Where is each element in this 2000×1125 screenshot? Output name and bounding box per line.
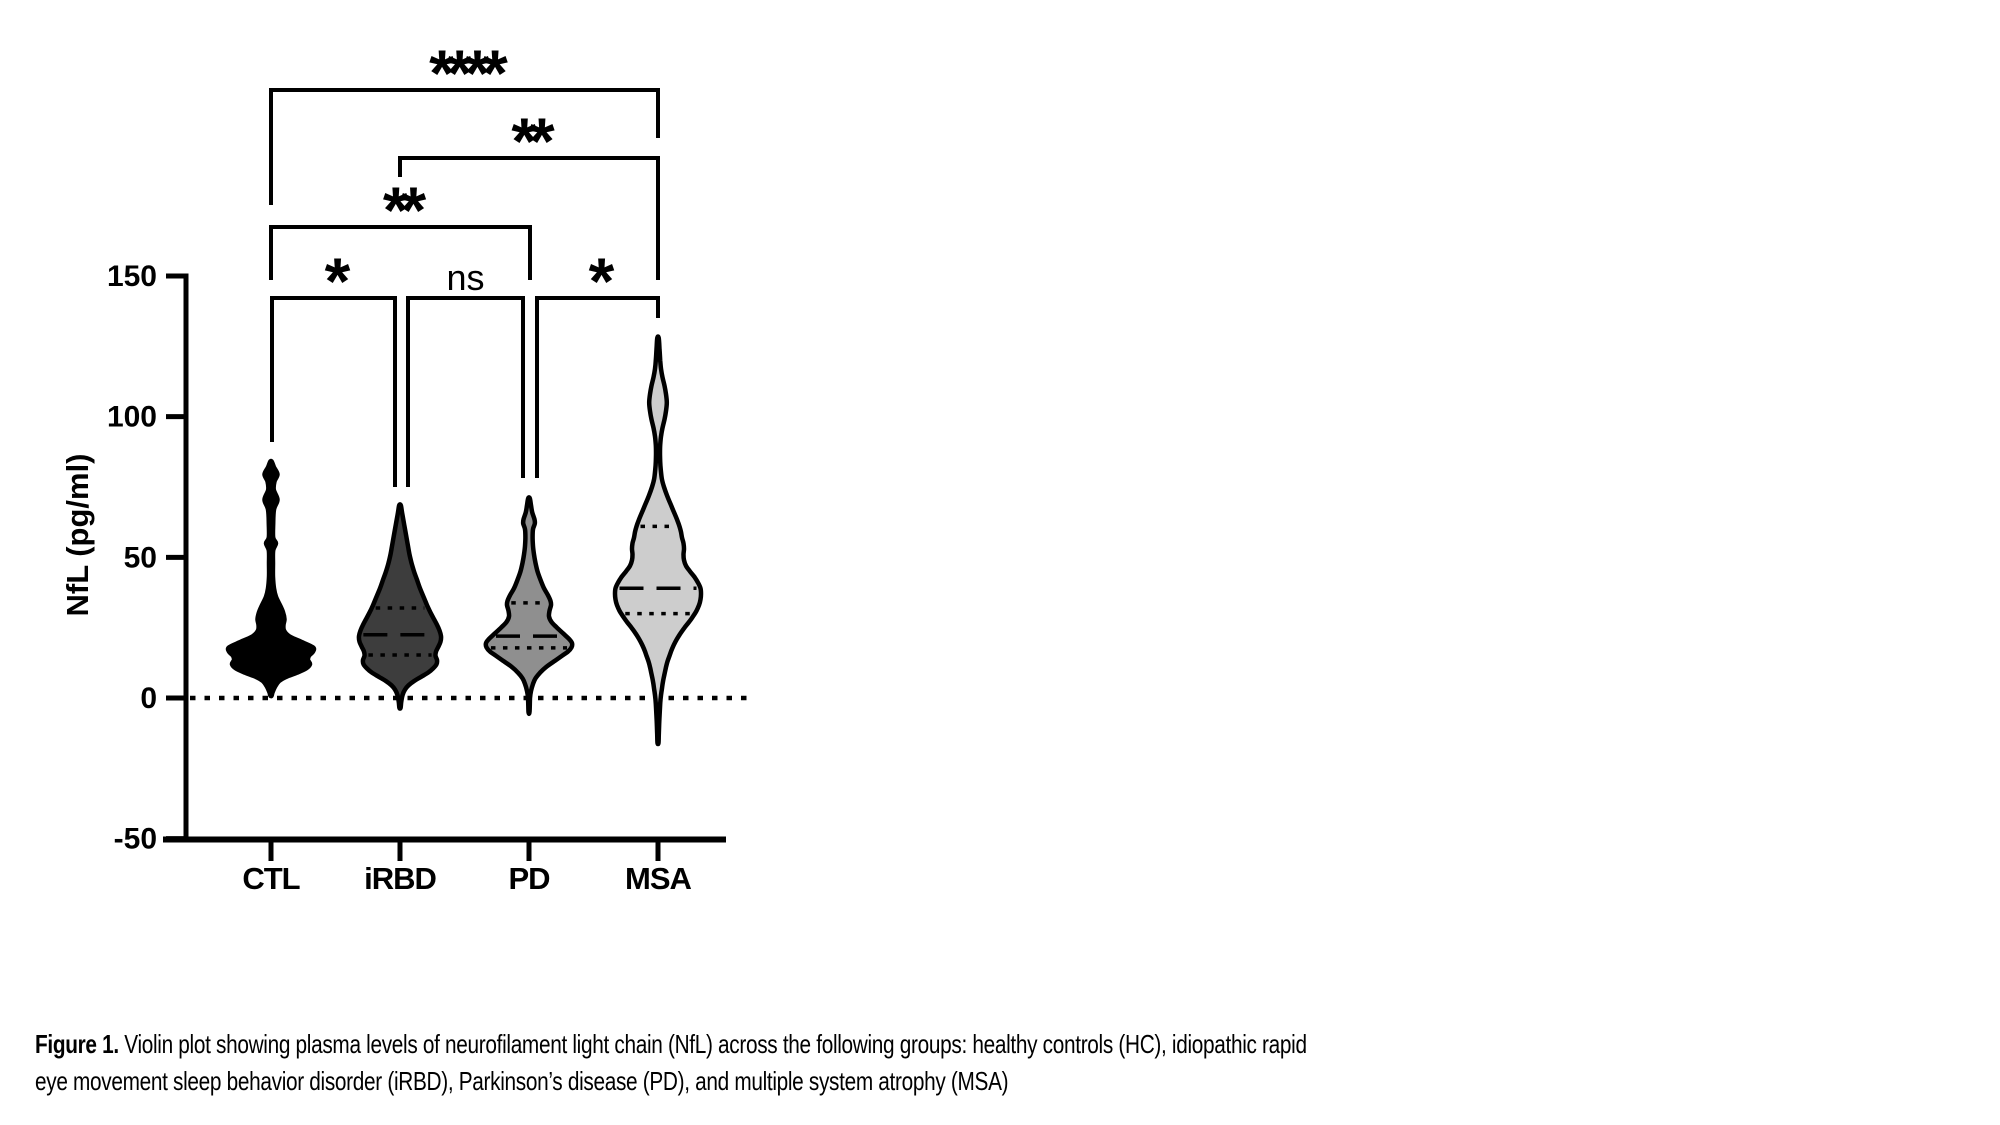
caption-line-1-text: Violin plot showing plasma levels of neu…	[118, 1029, 1307, 1059]
bracket-ctl-msa	[269, 88, 660, 205]
figure-caption: Figure 1. Violin plot showing plasma lev…	[35, 1026, 1307, 1100]
violin-msa	[612, 334, 704, 747]
caption-line-2: eye movement sleep behavior disorder (iR…	[35, 1066, 1009, 1096]
y-tick-label: 150	[107, 260, 157, 293]
bracket-irbd-msa	[398, 156, 660, 280]
x-tick-label-msa: MSA	[625, 861, 692, 896]
caption-line-1: Figure 1. Violin plot showing plasma lev…	[35, 1026, 1307, 1063]
violin-pd	[483, 495, 575, 717]
x-tick-label-ctl: CTL	[242, 861, 299, 896]
y-tick-label: -50	[114, 823, 157, 856]
caption-figure-label: Figure 1.	[35, 1029, 119, 1059]
y-tick-label: 50	[124, 541, 157, 574]
x-tick-label-pd: PD	[508, 861, 550, 896]
x-tick-label-irbd: iRBD	[364, 861, 436, 896]
bracket-ctl-irbd	[270, 296, 397, 487]
significance-label-stars: *	[325, 244, 351, 318]
significance-label-ns: ns	[446, 257, 484, 298]
bracket-irbd-pd	[406, 296, 525, 487]
bracket-pd-msa	[535, 296, 660, 478]
bracket-ctl-pd	[269, 225, 532, 280]
significance-label-stars: *	[589, 244, 615, 318]
significance-label-stars: ****	[429, 36, 508, 110]
significance-label-stars: **	[383, 173, 427, 247]
y-tick-label: 100	[107, 401, 157, 434]
y-tick-label: 0	[140, 682, 157, 715]
y-axis-title: NfL (pg/ml)	[60, 453, 95, 616]
significance-label-stars: **	[511, 104, 555, 178]
violin-ctl	[225, 458, 317, 699]
